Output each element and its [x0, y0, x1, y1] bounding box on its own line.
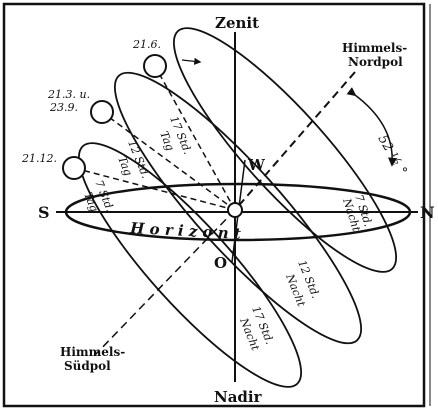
- date-winter-solstice: 21.12.: [21, 152, 57, 165]
- nadir-label: Nadir: [214, 388, 263, 406]
- north-pole-label-2: Nordpol: [348, 55, 403, 69]
- summer-motion-arrow: [181, 57, 202, 65]
- date-equinox-2: 23.9.: [49, 101, 78, 114]
- sun-path-winter: [77, 142, 303, 388]
- zenith-label: Zenit: [215, 14, 259, 32]
- sun-equinox: [90, 100, 114, 124]
- date-summer-solstice: 21.6.: [132, 38, 161, 51]
- observer: [227, 202, 243, 218]
- ray-summer: [154, 65, 236, 211]
- celestial-axis-south: [94, 209, 236, 356]
- diagram-frame: [2, 2, 426, 408]
- latitude-angle-label: 52 ½ °: [375, 133, 410, 179]
- sun-path-summer: [172, 27, 398, 273]
- ray-equinox: [101, 111, 236, 211]
- east-label: O: [214, 254, 227, 272]
- sun-winter: [62, 156, 86, 180]
- sun-path-equinox: [113, 71, 363, 345]
- west-label: W: [247, 156, 266, 174]
- celestial-axis-north: [234, 71, 356, 211]
- south-pole-label-2: Südpol: [64, 359, 111, 373]
- latitude-angle-arc: [346, 87, 398, 167]
- horizon-label: H o r i z o n t: [129, 219, 242, 243]
- north-pole-label-1: Himmels-: [342, 41, 407, 55]
- north-label: N: [420, 203, 435, 222]
- south-label: S: [38, 203, 50, 222]
- date-equinox-1: 21.3. u.: [47, 88, 90, 101]
- sun-summer: [143, 54, 167, 78]
- south-pole-label-1: Himmels-: [60, 345, 125, 359]
- ray-winter: [73, 167, 236, 211]
